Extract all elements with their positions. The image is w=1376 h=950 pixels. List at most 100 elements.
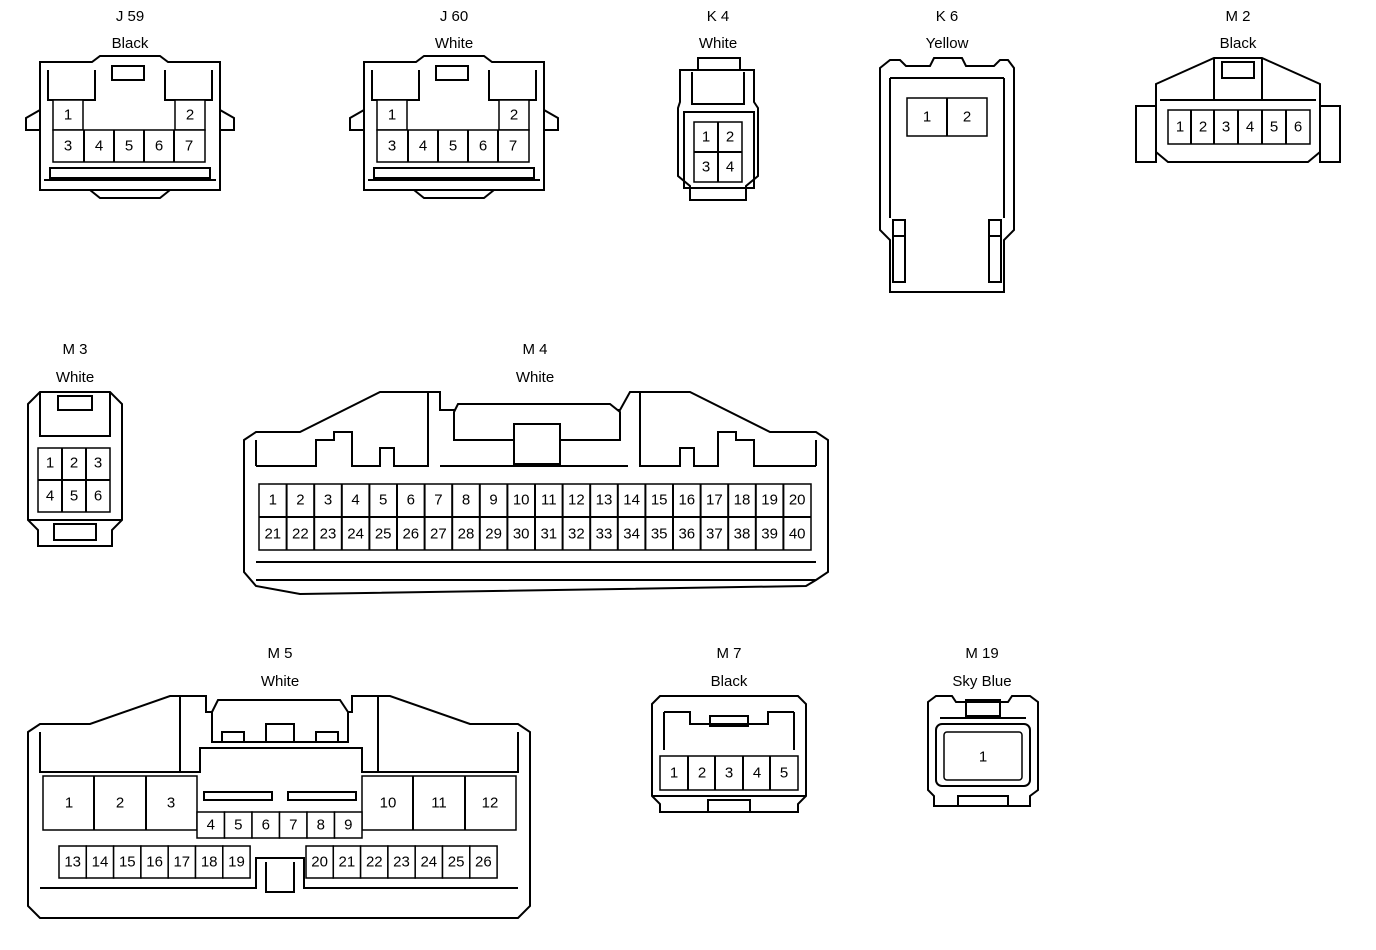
pin-label: 25 bbox=[375, 526, 392, 543]
connector-j60: J 60 White 1 2 3 4 5 6 7 bbox=[349, 8, 559, 199]
pin-label: 31 bbox=[540, 526, 557, 543]
pin-label: 1 bbox=[1176, 119, 1184, 136]
pin-label: 1 bbox=[702, 129, 710, 146]
pin-label: 2 bbox=[510, 107, 518, 124]
pin-grid: 1 2 3 4 5 bbox=[659, 755, 799, 791]
pin-label: 3 bbox=[324, 492, 332, 509]
pin-label: 21 bbox=[264, 526, 281, 543]
pin-label: 22 bbox=[366, 854, 383, 871]
connector-housing bbox=[879, 57, 1015, 293]
pin-label: 37 bbox=[706, 526, 723, 543]
pin-label: 25 bbox=[448, 854, 465, 871]
connector-code: M 5 bbox=[267, 645, 292, 662]
pin-label: 24 bbox=[347, 526, 364, 543]
pin-label: 21 bbox=[339, 854, 356, 871]
pin-label: 1 bbox=[64, 107, 72, 124]
pin-label: 3 bbox=[64, 138, 72, 155]
connector-m3: M 3 White 1 2 3 4 5 6 bbox=[27, 341, 123, 547]
pin-label: 2 bbox=[186, 107, 194, 124]
pin-label: 4 bbox=[207, 817, 215, 834]
pin-label: 29 bbox=[485, 526, 502, 543]
pin-label: 1 bbox=[269, 492, 277, 509]
pin-label: 6 bbox=[1294, 119, 1302, 136]
pin-label: 38 bbox=[734, 526, 751, 543]
pin-label: 23 bbox=[320, 526, 337, 543]
pin-label: 2 bbox=[726, 129, 734, 146]
pin-label: 10 bbox=[513, 492, 530, 509]
pin-label: 2 bbox=[698, 765, 706, 782]
connector-code: J 59 bbox=[116, 8, 144, 25]
pin-label: 40 bbox=[789, 526, 806, 543]
pin-label: 30 bbox=[513, 526, 530, 543]
pin-label: 16 bbox=[678, 492, 695, 509]
pin-label: 16 bbox=[146, 854, 163, 871]
pin-label: 3 bbox=[702, 159, 710, 176]
pin-label: 3 bbox=[94, 455, 102, 472]
pin-label: 19 bbox=[228, 854, 245, 871]
pin-label: 3 bbox=[167, 795, 175, 812]
pin-label: 7 bbox=[289, 817, 297, 834]
pin-label: 20 bbox=[789, 492, 806, 509]
pin-label: 11 bbox=[541, 492, 557, 509]
pin-label: 18 bbox=[201, 854, 218, 871]
connector-color: Black bbox=[711, 673, 748, 690]
connector-color: White bbox=[516, 369, 554, 386]
pin-label: 9 bbox=[344, 817, 352, 834]
connector-color: Black bbox=[1220, 35, 1257, 52]
pin-label: 34 bbox=[623, 526, 640, 543]
pin-label: 1 bbox=[65, 795, 73, 812]
pin-label: 22 bbox=[292, 526, 309, 543]
connector-color: White bbox=[699, 35, 737, 52]
pin-label: 1 bbox=[923, 109, 931, 126]
pin-label: 4 bbox=[1246, 119, 1254, 136]
pin-label: 5 bbox=[379, 492, 387, 509]
pin-label: 4 bbox=[419, 138, 427, 155]
pin-label: 27 bbox=[430, 526, 447, 543]
connector-color: White bbox=[56, 369, 94, 386]
pin-label: 24 bbox=[420, 854, 437, 871]
connector-color: Sky Blue bbox=[952, 673, 1011, 690]
connector-code: J 60 bbox=[440, 8, 468, 25]
pin-label: 10 bbox=[380, 795, 397, 812]
pin-label: 26 bbox=[475, 854, 492, 871]
pin-label: 6 bbox=[155, 138, 163, 155]
pin-label: 12 bbox=[568, 492, 585, 509]
pin-label: 15 bbox=[119, 854, 136, 871]
pin-label: 5 bbox=[70, 488, 78, 505]
connector-m7: M 7 Black 1 2 3 4 5 bbox=[651, 645, 807, 813]
pin-label: 1 bbox=[388, 107, 396, 124]
pin-label: 13 bbox=[64, 854, 81, 871]
pin-label: 5 bbox=[1270, 119, 1278, 136]
pin-label: 15 bbox=[651, 492, 668, 509]
pin-label: 35 bbox=[651, 526, 668, 543]
pin-grid: 1 2 3 4 5 6 bbox=[1167, 109, 1311, 145]
pin-label: 6 bbox=[94, 488, 102, 505]
pin-label: 2 bbox=[70, 455, 78, 472]
connector-code: M 3 bbox=[62, 341, 87, 358]
pin-label: 26 bbox=[402, 526, 419, 543]
pin-label: 17 bbox=[706, 492, 723, 509]
pin-label: 8 bbox=[462, 492, 470, 509]
pin-label: 17 bbox=[173, 854, 190, 871]
pin-label: 33 bbox=[596, 526, 613, 543]
pin-label: 11 bbox=[431, 795, 447, 812]
connector-code: M 2 bbox=[1225, 8, 1250, 25]
pin-label: 7 bbox=[509, 138, 517, 155]
pin-label: 13 bbox=[596, 492, 613, 509]
connector-color: White bbox=[435, 35, 473, 52]
connector-code: K 6 bbox=[936, 8, 959, 25]
pin-label: 36 bbox=[678, 526, 695, 543]
pin-label: 23 bbox=[393, 854, 410, 871]
pin-label: 1 bbox=[979, 749, 987, 766]
pin-label: 39 bbox=[761, 526, 778, 543]
pin-label: 3 bbox=[725, 765, 733, 782]
connector-m19: M 19 Sky Blue 1 bbox=[927, 645, 1039, 807]
pin-label: 6 bbox=[407, 492, 415, 509]
pin-grid: 1 2 3 4 5 6 7 bbox=[376, 99, 530, 163]
pin-label: 2 bbox=[116, 795, 124, 812]
pin-label: 19 bbox=[761, 492, 778, 509]
